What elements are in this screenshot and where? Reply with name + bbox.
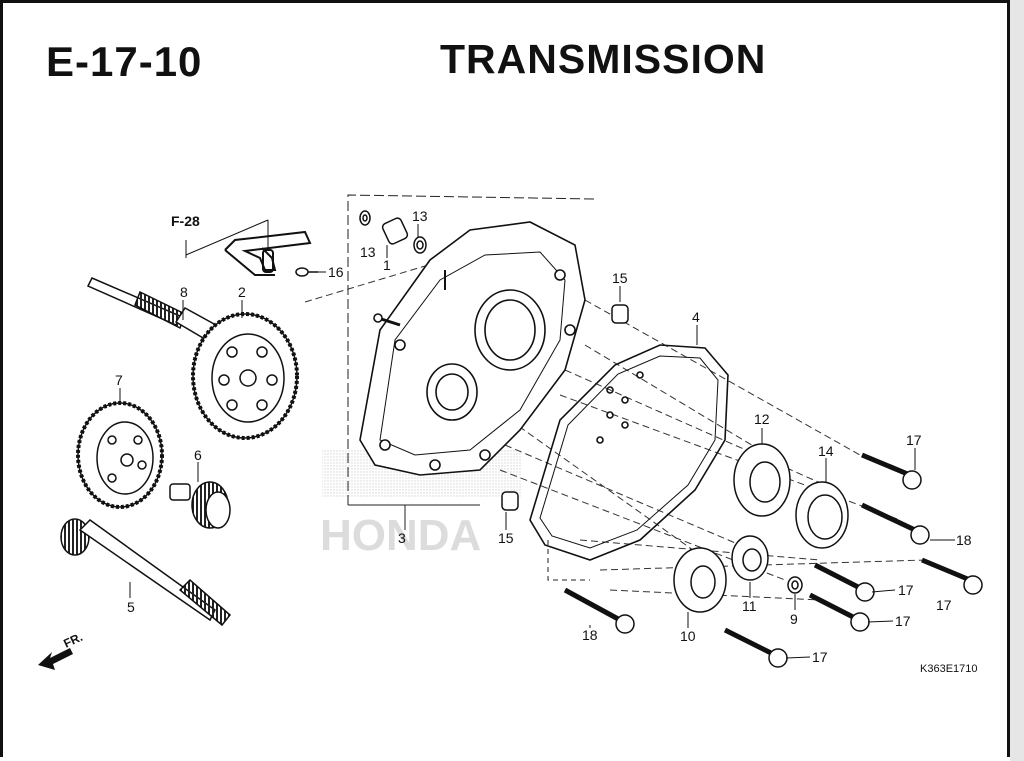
countershaft — [60, 518, 232, 627]
callout-17a: 17 — [906, 432, 922, 448]
callout-2: 2 — [238, 284, 246, 300]
callout-7: 7 — [115, 372, 123, 388]
callout-18a: 18 — [956, 532, 972, 548]
callout-15b: 15 — [498, 530, 514, 546]
callout-14: 14 — [818, 443, 834, 459]
callout-11: 11 — [742, 598, 757, 614]
callout-10: 10 — [680, 628, 696, 644]
dowel-pins — [501, 304, 629, 511]
bearings — [673, 443, 849, 613]
callout-17c: 17 — [936, 597, 952, 613]
transmission-case — [359, 221, 586, 476]
callout-13a: 13 — [360, 244, 376, 260]
callouts: 8 2 7 6 5 3 1 13 13 16 15 15 4 12 14 17 … — [115, 208, 972, 665]
front-direction-arrow: FR. — [38, 630, 85, 670]
breather-hose — [185, 219, 312, 276]
section-code: E-17-10 — [46, 38, 203, 85]
callout-8: 8 — [180, 284, 188, 300]
callout-17e: 17 — [812, 649, 828, 665]
callout-6: 6 — [194, 447, 202, 463]
callout-17b: 17 — [898, 582, 914, 598]
callout-1: 1 — [383, 257, 391, 273]
callout-17d: 17 — [895, 613, 911, 629]
callout-5: 5 — [127, 599, 135, 615]
drawing-code: K363E1710 — [920, 663, 978, 675]
callout-15a: 15 — [612, 270, 628, 286]
direction-label: FR. — [61, 630, 84, 651]
callout-16: 16 — [328, 264, 344, 280]
clip-16 — [295, 267, 318, 277]
watermark-text: HONDA — [320, 511, 481, 560]
callout-18b: 18 — [582, 627, 598, 643]
ref-label-f28: F-28 — [171, 213, 200, 229]
callout-3: 3 — [398, 530, 406, 546]
callout-9: 9 — [790, 611, 798, 627]
group-outline — [347, 194, 596, 581]
gear-7 — [76, 401, 164, 509]
main-shaft — [86, 277, 299, 440]
gear-6 — [169, 481, 231, 529]
callout-13b: 13 — [412, 208, 428, 224]
scroll-edge — [1010, 0, 1024, 761]
callout-ticks — [119, 224, 955, 659]
dowel-and-seals — [359, 210, 427, 254]
callout-4: 4 — [692, 309, 700, 325]
page-title: TRANSMISSION — [440, 36, 767, 82]
gasket — [529, 344, 729, 561]
callout-12: 12 — [754, 411, 770, 427]
